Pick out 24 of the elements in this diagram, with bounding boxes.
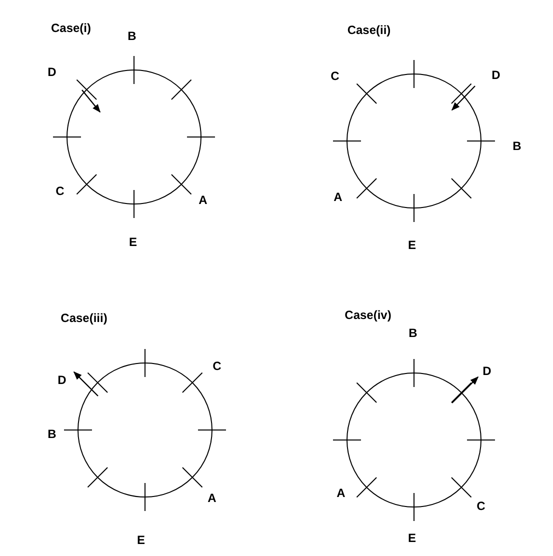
person-label: A (336, 487, 346, 499)
person-label: C (330, 70, 340, 82)
person-label: D (492, 69, 500, 81)
case-heading: Case(iii) (60, 312, 108, 324)
person-label: C (56, 185, 64, 197)
person-label: D (58, 374, 66, 386)
person-label: D (482, 365, 492, 377)
person-label: E (408, 532, 416, 544)
person-label: E (408, 239, 416, 251)
person-label: B (128, 30, 136, 42)
person-label: B (408, 327, 418, 339)
person-label: E (129, 236, 137, 248)
person-label: B (512, 140, 522, 152)
case-heading: Case(iv) (344, 309, 392, 321)
case-heading: Case(i) (51, 22, 91, 34)
case-heading: Case(ii) (347, 24, 391, 36)
person-label: A (198, 194, 208, 206)
person-label: D (48, 66, 56, 78)
person-label: E (137, 534, 145, 546)
person-label: A (208, 492, 216, 504)
person-label: C (476, 500, 486, 512)
person-label: C (212, 360, 222, 372)
person-label: B (48, 428, 56, 440)
person-label: A (334, 191, 342, 203)
